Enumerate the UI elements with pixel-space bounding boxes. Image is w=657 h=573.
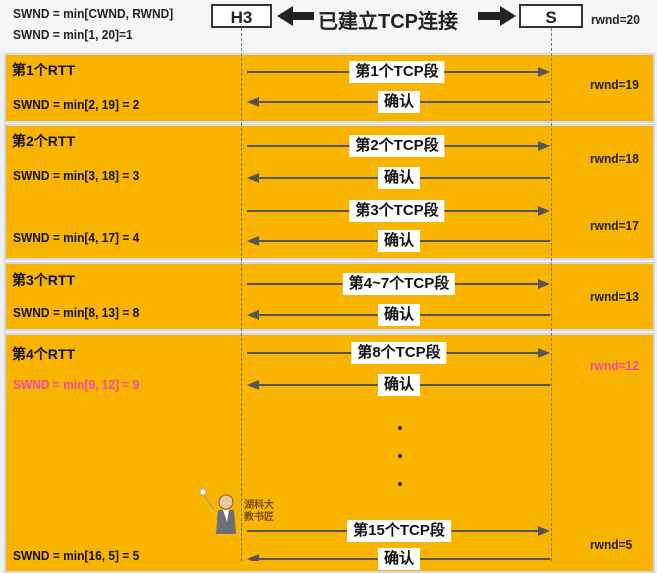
swnd-initial: SWND = min[1, 20]=1 xyxy=(13,27,133,42)
rtt-label-4: 第4个RTT xyxy=(12,346,75,362)
segment-label-4: 第4~7个TCP段 xyxy=(342,273,456,295)
watermark-mascot xyxy=(199,488,240,538)
connection-arrows xyxy=(277,6,516,26)
rwnd-text-3: rwnd=13 xyxy=(590,289,639,304)
rtt-panel-3 xyxy=(4,262,655,331)
rwnd-text-1: rwnd=19 xyxy=(590,77,639,92)
connection-label: 已建立TCP连接 xyxy=(318,11,458,33)
watermark-text: 湖科大教书匠 xyxy=(244,500,274,523)
swnd-formula: SWND = min[CWND, RWND] xyxy=(13,6,174,21)
teacher-mascot-icon xyxy=(199,488,236,534)
arrows-layer xyxy=(247,6,550,561)
ack-label-2: 确认 xyxy=(377,167,421,189)
segment-label-15: 第15个TCP段 xyxy=(347,520,451,542)
host-box: H3 xyxy=(211,4,272,28)
server-lifeline xyxy=(551,28,552,561)
rtt-label-2: 第2个RTT xyxy=(12,133,75,149)
rwnd-text-4b: rwnd=5 xyxy=(590,537,633,552)
rtt-panel-4 xyxy=(4,333,655,573)
swnd-text-4b: SWND = min[16, 5] = 5 xyxy=(13,548,140,563)
swnd-text-1: SWND = min[2, 19] = 2 xyxy=(13,97,140,112)
ack-label-2b: 确认 xyxy=(377,230,421,252)
rtt-label-1: 第1个RTT xyxy=(12,62,75,78)
ack-label-4b: 确认 xyxy=(377,548,421,570)
rwnd-text-2b: rwnd=17 xyxy=(590,218,639,233)
rwnd-initial: rwnd=20 xyxy=(591,12,640,27)
ellipsis-dot xyxy=(398,426,402,430)
ack-label-4: 确认 xyxy=(377,374,421,396)
segment-label-2: 第2个TCP段 xyxy=(349,135,445,157)
rwnd-text-4: rwnd=12 xyxy=(590,358,639,373)
swnd-text-2b: SWND = min[4, 17] = 4 xyxy=(13,230,140,245)
segment-label-5: 第8个TCP段 xyxy=(351,342,447,364)
ellipsis-dot xyxy=(398,482,402,486)
rtt-label-3: 第3个RTT xyxy=(12,272,75,288)
ellipsis-dot xyxy=(398,454,402,458)
swnd-text-3: SWND = min[8, 13] = 8 xyxy=(13,305,140,320)
swnd-text-4: SWND = min[9, 12] = 9 xyxy=(13,377,140,392)
server-box: S xyxy=(519,4,583,28)
segment-label-1: 第1个TCP段 xyxy=(349,61,445,83)
swnd-text-2: SWND = min[3, 18] = 3 xyxy=(13,168,140,183)
segment-label-3: 第3个TCP段 xyxy=(349,200,445,222)
rwnd-text-2: rwnd=18 xyxy=(590,151,639,166)
ack-label-1: 确认 xyxy=(377,91,421,113)
ack-label-3: 确认 xyxy=(377,304,421,326)
host-lifeline xyxy=(241,28,242,561)
rtt-panel-1 xyxy=(4,53,655,123)
